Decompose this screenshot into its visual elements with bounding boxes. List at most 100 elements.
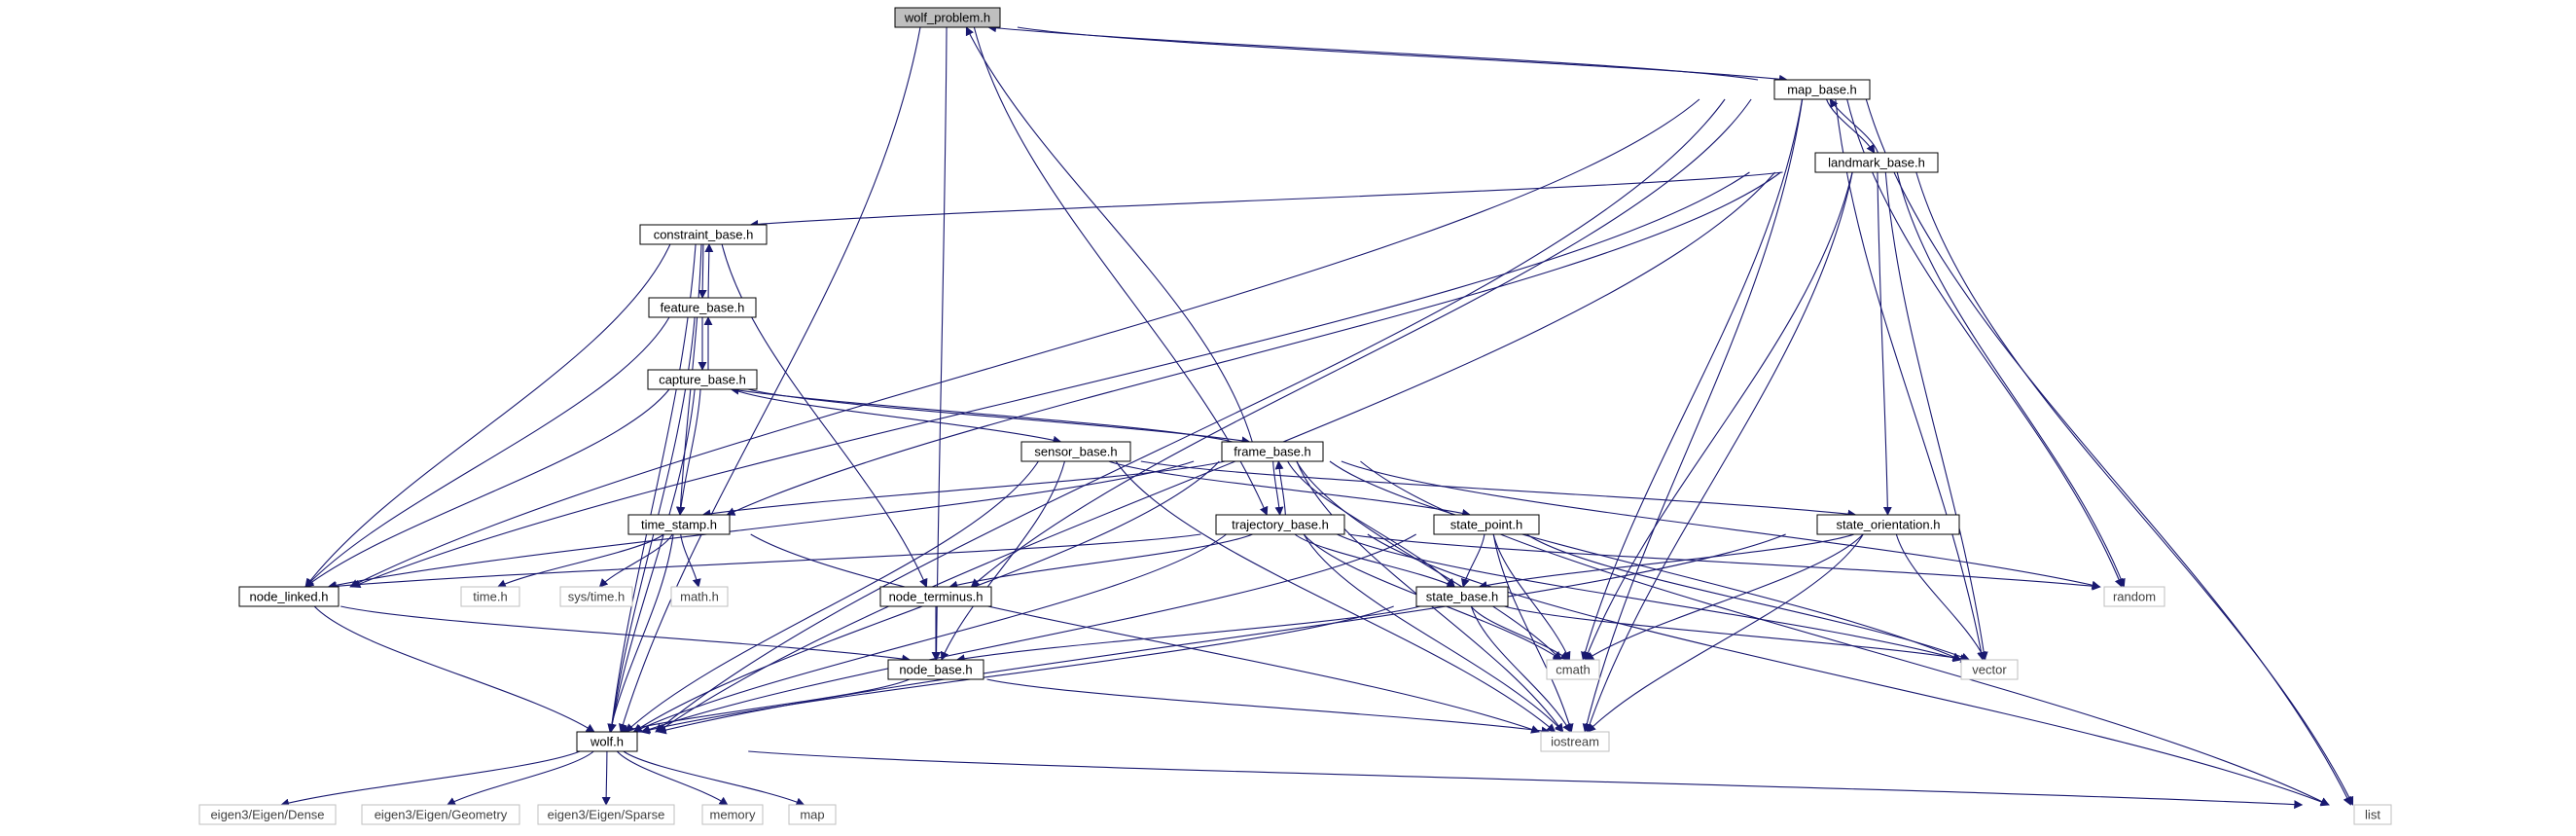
edge-map_base-to-list bbox=[1865, 98, 2351, 806]
node-box bbox=[238, 586, 340, 607]
edge-frame_base-to-trajectory_base bbox=[1272, 460, 1284, 516]
edge-trajectory_base-to-state_base bbox=[1294, 533, 1456, 588]
node-label: eigen3/Eigen/Dense bbox=[210, 808, 324, 822]
node-label: list bbox=[2365, 808, 2380, 822]
node-list: list bbox=[2353, 804, 2392, 825]
node-label: landmark_base.h bbox=[1828, 156, 1925, 170]
node-label: map bbox=[800, 808, 824, 822]
node-label: random bbox=[2113, 590, 2156, 604]
edge-trajectory_base-to-list bbox=[1367, 533, 2330, 807]
node-box bbox=[788, 804, 837, 825]
edge-constraint_base-to-node_linked bbox=[304, 243, 671, 588]
node-map_base[interactable]: map_base.h bbox=[1773, 79, 1871, 100]
edge-constraint_base-to-node_terminus bbox=[721, 243, 928, 588]
node-wolf_problem[interactable]: wolf_problem.h bbox=[894, 7, 1001, 28]
node-eigen_sparse: eigen3/Eigen/Sparse bbox=[537, 804, 675, 825]
node-label: time.h bbox=[473, 590, 507, 604]
node-label: math.h bbox=[680, 590, 719, 604]
edge-wolf_problem-to-wolf bbox=[619, 26, 921, 733]
edge-trajectory_base-to-node_linked bbox=[327, 533, 1201, 591]
node-iostream: iostream bbox=[1540, 731, 1610, 752]
node-label: node_base.h bbox=[899, 663, 972, 677]
node-box bbox=[627, 514, 731, 535]
node-box bbox=[2103, 586, 2165, 607]
node-state_point[interactable]: state_point.h bbox=[1433, 514, 1540, 535]
edge-state_base-to-cmath bbox=[1470, 605, 1570, 661]
node-wolf[interactable]: wolf.h bbox=[576, 731, 638, 752]
edge-state_base-to-node_base bbox=[955, 605, 1420, 664]
edge-state_orientation-to-iostream bbox=[1587, 533, 1864, 733]
edge-map_base-to-cmath bbox=[1581, 98, 1804, 661]
edge-map_base-to-node_linked bbox=[349, 98, 1700, 588]
edge-time_stamp-to-sys_time bbox=[598, 533, 673, 588]
node-box bbox=[460, 586, 520, 607]
edge-time_stamp-to-wolf bbox=[607, 533, 674, 733]
node-box bbox=[894, 7, 1001, 28]
node-box bbox=[361, 804, 520, 825]
edge-landmark_base-to-time_stamp bbox=[726, 171, 1781, 516]
node-sensor_base[interactable]: sensor_base.h bbox=[1020, 441, 1131, 462]
edge-time_stamp-to-time_h bbox=[496, 533, 664, 588]
edge-state_base-to-wolf bbox=[640, 605, 1394, 735]
edge-feature_base-to-constraint_base bbox=[704, 243, 714, 299]
edge-frame_base-to-vector bbox=[1329, 460, 1962, 661]
node-label: node_terminus.h bbox=[889, 590, 984, 604]
edge-sensor_base-to-wolf bbox=[625, 460, 1039, 733]
edge-state_base-to-iostream bbox=[1470, 605, 1571, 733]
node-time_stamp[interactable]: time_stamp.h bbox=[627, 514, 731, 535]
node-label: state_point.h bbox=[1450, 518, 1522, 532]
edge-state_point-to-state_base bbox=[1460, 533, 1485, 588]
edge-map_base-to-wolf bbox=[655, 98, 1726, 733]
node-node_base[interactable]: node_base.h bbox=[887, 659, 984, 680]
edge-sensor_base-to-node_base bbox=[940, 460, 1066, 661]
node-frame_base[interactable]: frame_base.h bbox=[1221, 441, 1324, 462]
edge-state_orientation-to-vector bbox=[1895, 533, 1986, 661]
node-box bbox=[1540, 731, 1610, 752]
edge-wolf-to-eigen_geometry bbox=[447, 750, 594, 806]
node-label: eigen3/Eigen/Sparse bbox=[548, 808, 665, 822]
node-random: random bbox=[2103, 586, 2165, 607]
node-box bbox=[670, 586, 729, 607]
edge-landmark_base-to-constraint_base bbox=[749, 171, 1783, 229]
node-label: wolf.h bbox=[590, 735, 624, 749]
edge-constraint_base-to-feature_base bbox=[698, 243, 707, 299]
edge-landmark_base-to-state_orientation bbox=[1877, 171, 1892, 516]
edge-feature_base-to-node_linked bbox=[304, 316, 670, 588]
edge-landmark_base-to-vector bbox=[1884, 171, 1988, 661]
node-state_base[interactable]: state_base.h bbox=[1415, 586, 1509, 607]
node-box bbox=[198, 804, 337, 825]
edge-capture_base-to-sensor_base bbox=[732, 388, 1062, 445]
edge-node_base-to-wolf bbox=[619, 678, 911, 735]
edge-state_point-to-cmath bbox=[1492, 533, 1571, 661]
edge-state_orientation-to-cmath bbox=[1585, 533, 1864, 661]
node-constraint_base[interactable]: constraint_base.h bbox=[639, 224, 768, 245]
edge-frame_base-to-node_linked bbox=[327, 460, 1195, 590]
edge-node_linked-to-node_base bbox=[340, 605, 912, 664]
node-box bbox=[1546, 659, 1600, 680]
node-box bbox=[1773, 79, 1871, 100]
node-box bbox=[576, 731, 638, 752]
node-label: memory bbox=[710, 808, 756, 822]
node-label: iostream bbox=[1551, 735, 1599, 749]
edge-wolf-to-eigen_dense bbox=[280, 750, 581, 808]
edge-map_base-to-wolf_problem bbox=[987, 23, 1759, 81]
node-label: wolf_problem.h bbox=[904, 11, 990, 25]
node-trajectory_base[interactable]: trajectory_base.h bbox=[1215, 514, 1345, 535]
node-state_orientation[interactable]: state_orientation.h bbox=[1816, 514, 1960, 535]
edge-trajectory_base-to-random bbox=[1348, 533, 2101, 591]
node-label: capture_base.h bbox=[659, 373, 746, 387]
node-node_linked[interactable]: node_linked.h bbox=[238, 586, 340, 607]
edge-map_base-to-iostream bbox=[1582, 98, 1804, 733]
edge-state_base-to-vector bbox=[1504, 605, 1970, 664]
node-label: eigen3/Eigen/Geometry bbox=[375, 808, 508, 822]
edge-wolf_problem-to-node_base bbox=[932, 26, 948, 661]
node-box bbox=[2353, 804, 2392, 825]
node-label: cmath bbox=[1556, 663, 1590, 677]
node-capture_base[interactable]: capture_base.h bbox=[647, 369, 758, 390]
node-box bbox=[559, 586, 633, 607]
node-map_h: map bbox=[788, 804, 837, 825]
node-feature_base[interactable]: feature_base.h bbox=[648, 297, 757, 318]
node-landmark_base[interactable]: landmark_base.h bbox=[1814, 152, 1939, 173]
node-node_terminus[interactable]: node_terminus.h bbox=[879, 586, 992, 607]
